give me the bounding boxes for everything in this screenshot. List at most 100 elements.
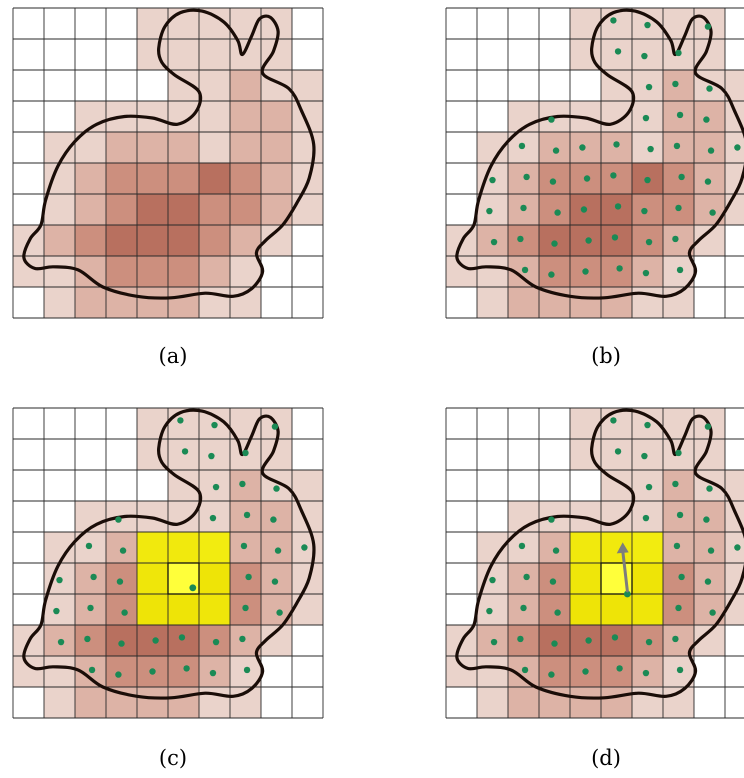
panel-d-sample-point	[644, 421, 651, 429]
panel-d-cell	[446, 594, 477, 625]
panel-b-sample-point	[610, 17, 617, 24]
panel-c-cell	[13, 594, 44, 625]
panel-c-cell	[261, 563, 292, 594]
panel-d-cell	[725, 408, 744, 439]
panel-a-cell	[230, 101, 261, 132]
panel-d-cell	[632, 687, 663, 718]
panel-a-cell	[106, 132, 137, 163]
panel-b-cell	[446, 8, 477, 39]
panel-c-cell	[44, 470, 75, 501]
panel-b-sample-point	[709, 209, 716, 216]
panel-d-cell	[508, 563, 539, 594]
panel-a-cell	[75, 225, 106, 256]
panel-d-cell	[446, 439, 477, 470]
panel-c-cell	[106, 408, 137, 439]
panel-a-cell	[199, 225, 230, 256]
panel-d-cell	[446, 687, 477, 718]
panel-b-cell	[725, 8, 744, 39]
panel-c-sample-point	[115, 671, 122, 678]
panel-d-sample-point	[623, 590, 631, 598]
panel-c-cell	[137, 470, 168, 501]
panel-a-cell	[44, 287, 75, 318]
panel-d-sample-point	[518, 542, 526, 550]
panel-c-sample-point	[301, 544, 308, 551]
panel-a-cell	[199, 287, 230, 318]
panel-b-sample-point	[551, 240, 558, 247]
panel-a-caption: (a)	[158, 344, 188, 368]
panel-b-cell	[725, 256, 744, 287]
panel-c-cell	[75, 625, 106, 656]
panel-d-sample-point	[641, 452, 648, 460]
panel-c-cell	[199, 687, 230, 718]
panel-b-sample-point	[549, 178, 557, 185]
panel-c-cell	[13, 687, 44, 718]
panel-b-sample-point	[647, 145, 654, 153]
panel-d-cell	[477, 408, 508, 439]
panel-d-sample-point	[709, 609, 716, 616]
panel-c-cell	[230, 563, 261, 594]
panel-b-cell	[663, 163, 694, 194]
panel-d-cell	[694, 563, 725, 594]
panel-c-cell	[13, 563, 44, 594]
panel-d-cell	[694, 656, 725, 687]
panel-a-cell	[168, 101, 199, 132]
panel-b-cell	[477, 70, 508, 101]
panel-d-caption: (d)	[591, 746, 621, 770]
panel-c-cell	[199, 439, 230, 470]
panel-d-sample-point	[678, 573, 685, 581]
panel-a-cell	[13, 163, 44, 194]
panel-a-cell	[13, 101, 44, 132]
panel-a-cell	[137, 225, 168, 256]
panel-c-cell	[292, 408, 323, 439]
panel-b	[445, 7, 744, 319]
panel-c-cell	[168, 439, 199, 470]
panel-a-cell	[44, 256, 75, 287]
panel-b-sample-point	[676, 266, 684, 274]
panel-b-sample-point	[672, 235, 679, 243]
panel-a-cell	[199, 194, 230, 225]
panel-c-sample-point	[271, 578, 279, 585]
panel-c-sample-point	[208, 452, 215, 460]
panel-b-cell	[446, 194, 477, 225]
panel-b-cell	[632, 194, 663, 225]
panel-d-cell	[601, 687, 632, 718]
panel-b-cell	[508, 70, 539, 101]
panel-b-cell	[477, 256, 508, 287]
panel-c-cell	[168, 656, 199, 687]
panel-b-cell	[601, 39, 632, 70]
panel-b-cell	[446, 287, 477, 318]
panel-b-sample-point	[678, 173, 685, 181]
panel-c-sample-point	[87, 604, 94, 612]
panel-c-sample-point	[189, 584, 197, 592]
panel-d-cell	[477, 594, 508, 625]
panel-d-cell	[694, 687, 725, 718]
panel-d-cell	[570, 687, 601, 718]
panel-b-sample-point	[613, 141, 620, 148]
panel-b-sample-point	[707, 147, 715, 154]
panel-b-sample-point	[554, 209, 561, 216]
panel-c-sample-point	[53, 607, 60, 615]
panel-a-cell	[13, 132, 44, 163]
panel-a-cell	[106, 8, 137, 39]
panel-d-cell	[477, 439, 508, 470]
panel-d-cell	[601, 439, 632, 470]
panel-d-sample-point	[672, 480, 679, 488]
panel-b-cell	[539, 194, 570, 225]
panel-b-sample-point	[579, 144, 586, 151]
panel-c-sample-point	[274, 547, 282, 554]
panel-d-cell	[539, 656, 570, 687]
panel-c-sample-point	[240, 542, 248, 550]
panel-d-cell	[725, 439, 744, 470]
panel-b-sample-point	[616, 265, 623, 272]
panel-d-sample-point	[676, 511, 684, 519]
panel-b-sample-point	[706, 85, 713, 92]
panel-b-sample-point	[486, 207, 493, 215]
panel-d-cell	[632, 439, 663, 470]
panel-b-cell	[539, 132, 570, 163]
panel-d-cell	[446, 501, 477, 532]
panel-b-cell	[477, 39, 508, 70]
panel-d-cell	[508, 439, 539, 470]
panel-a-cell	[199, 70, 230, 101]
panel-d-sample-point	[704, 423, 712, 430]
panel-a-cell	[75, 8, 106, 39]
